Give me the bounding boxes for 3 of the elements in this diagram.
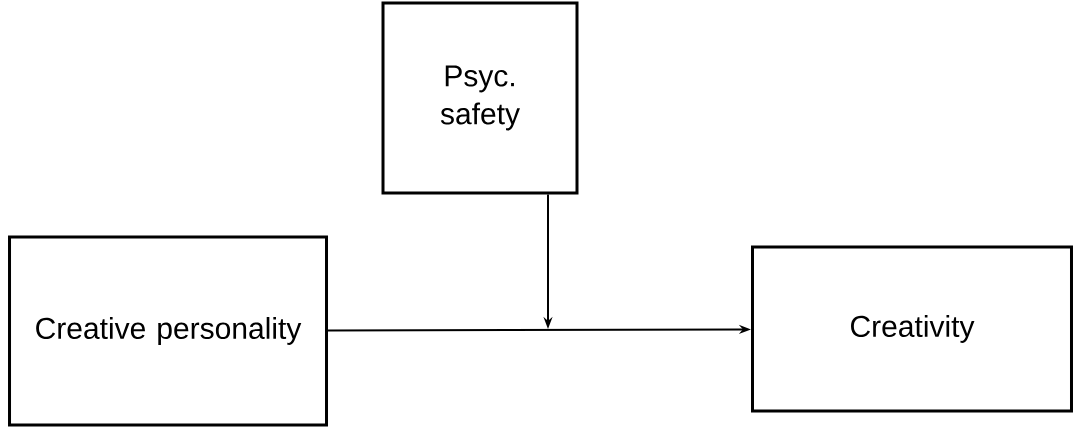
process-box: Creativity (751, 245, 1073, 413)
process-box: Creative personality (8, 235, 328, 427)
process-box: Psyc. safety (381, 1, 579, 195)
